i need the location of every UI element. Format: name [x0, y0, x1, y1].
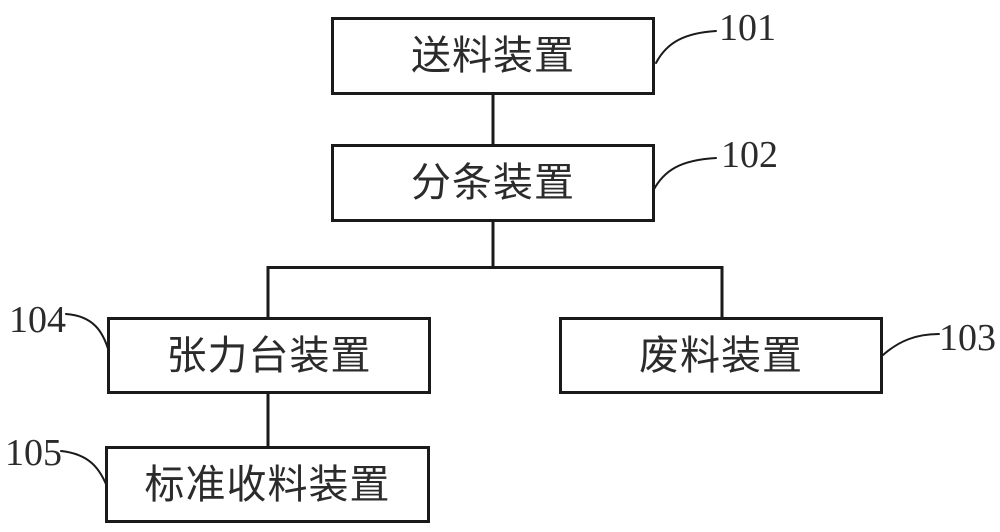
node-waste-device: 废料装置 [559, 317, 883, 394]
leader-line-104 [65, 313, 110, 353]
leader-line-101 [655, 30, 717, 64]
node-waste-device-label: 废料装置 [639, 332, 803, 378]
leader-line-103 [882, 333, 940, 356]
node-tension-table-device-label: 张力台装置 [166, 332, 372, 378]
ref-label-102: 102 [721, 134, 778, 176]
node-slitting-device: 分条装置 [331, 144, 655, 222]
ref-label-105: 105 [5, 432, 62, 474]
node-feeding-device: 送料装置 [331, 17, 655, 95]
node-standard-rewinding-device: 标准收料装置 [105, 446, 430, 523]
node-tension-table-device: 张力台装置 [107, 317, 431, 394]
node-standard-rewinding-device-label: 标准收料装置 [144, 461, 391, 507]
node-slitting-device-label: 分条装置 [411, 160, 575, 205]
leader-line-102 [652, 157, 717, 192]
ref-label-104: 104 [9, 299, 66, 341]
ref-label-103: 103 [939, 317, 996, 359]
node-feeding-device-label: 送料装置 [411, 33, 575, 78]
ref-label-101: 101 [719, 7, 776, 49]
leader-line-105 [60, 450, 109, 490]
